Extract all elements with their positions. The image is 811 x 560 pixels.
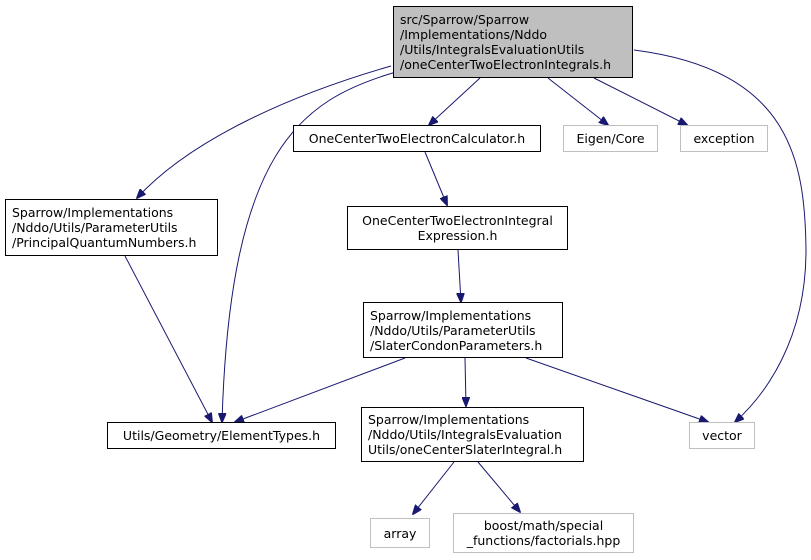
slater-integral-line-1: Sparrow/Implementations: [368, 412, 530, 427]
element-types-node[interactable]: Utils/Geometry/ElementTypes.h: [107, 422, 336, 449]
edge-root-to-element-types: [222, 71, 397, 422]
edge-pqn-to-element-types: [124, 255, 212, 422]
slater-integral-line-2: /Nddo/Utils/IntegralsEvaluation: [368, 427, 562, 442]
slater-params-line-1: Sparrow/Implementations: [370, 307, 532, 323]
root-file-node[interactable]: src/Sparrow/Sparrow /Implementations/Ndd…: [393, 6, 633, 78]
pqn-line-3: /PrincipalQuantumNumbers.h: [12, 235, 197, 250]
principal-quantum-numbers-node[interactable]: Sparrow/Implementations /Nddo/Utils/Para…: [5, 199, 218, 256]
expression-line-1: OneCenterTwoElectronIntegral: [362, 213, 553, 228]
exception-node[interactable]: exception: [680, 125, 768, 152]
array-node[interactable]: array: [370, 518, 430, 548]
factorials-line-1: boost/math/special: [483, 518, 604, 533]
edge-expression-to-slater-params: [458, 249, 461, 302]
eigen-core-node[interactable]: Eigen/Core: [563, 125, 658, 152]
expression-line-2: Expression.h: [417, 228, 498, 243]
factorials-line-2: _functions/factorials.hpp: [466, 533, 621, 548]
slater-params-line-3: /SlaterCondonParameters.h: [370, 337, 543, 353]
exception-label: exception: [693, 131, 755, 146]
edge-root-to-exception: [593, 77, 687, 125]
vector-node[interactable]: vector: [689, 422, 755, 449]
edge-root-to-vector: [633, 49, 807, 422]
edge-slater-params-to-vector: [525, 357, 708, 422]
root-file-line-4: /oneCenterTwoElectronIntegrals.h: [400, 57, 612, 72]
edge-slater-integral-to-array: [413, 461, 455, 514]
slater-params-line-2: /Nddo/Utils/ParameterUtils: [370, 322, 536, 338]
slater-condon-parameters-node[interactable]: Sparrow/Implementations /Nddo/Utils/Para…: [363, 302, 563, 358]
edge-slater-params-to-slater-integral: [465, 357, 466, 406]
array-label: array: [383, 525, 417, 541]
edge-root-to-pqn: [137, 65, 392, 198]
edge-slater-params-to-element-types: [235, 357, 406, 422]
pqn-line-1: Sparrow/Implementations: [12, 205, 174, 220]
element-types-label: Utils/Geometry/ElementTypes.h: [122, 428, 321, 443]
calculator-label: OneCenterTwoElectronCalculator.h: [308, 131, 526, 146]
eigen-core-label: Eigen/Core: [576, 131, 645, 146]
edge-calculator-to-expression: [424, 151, 447, 205]
pqn-line-2: /Nddo/Utils/ParameterUtils: [12, 220, 178, 235]
factorials-node[interactable]: boost/math/special _functions/factorials…: [453, 513, 634, 553]
root-file-line-2: /Implementations/Nddo: [400, 27, 548, 42]
root-file-line-3: /Utils/IntegralsEvaluationUtils: [400, 42, 585, 57]
one-center-slater-integral-node[interactable]: Sparrow/Implementations /Nddo/Utils/Inte…: [361, 407, 584, 462]
vector-label: vector: [702, 428, 742, 443]
edge-root-to-calculator: [429, 77, 481, 125]
edge-root-to-eigen: [547, 77, 608, 125]
edge-slater-integral-to-factorials: [477, 461, 520, 512]
integral-expression-node[interactable]: OneCenterTwoElectronIntegral Expression.…: [347, 206, 568, 250]
root-file-line-1: src/Sparrow/Sparrow: [400, 12, 530, 27]
slater-integral-line-3: Utils/oneCenterSlaterIntegral.h: [368, 442, 563, 457]
calculator-node[interactable]: OneCenterTwoElectronCalculator.h: [293, 125, 541, 152]
